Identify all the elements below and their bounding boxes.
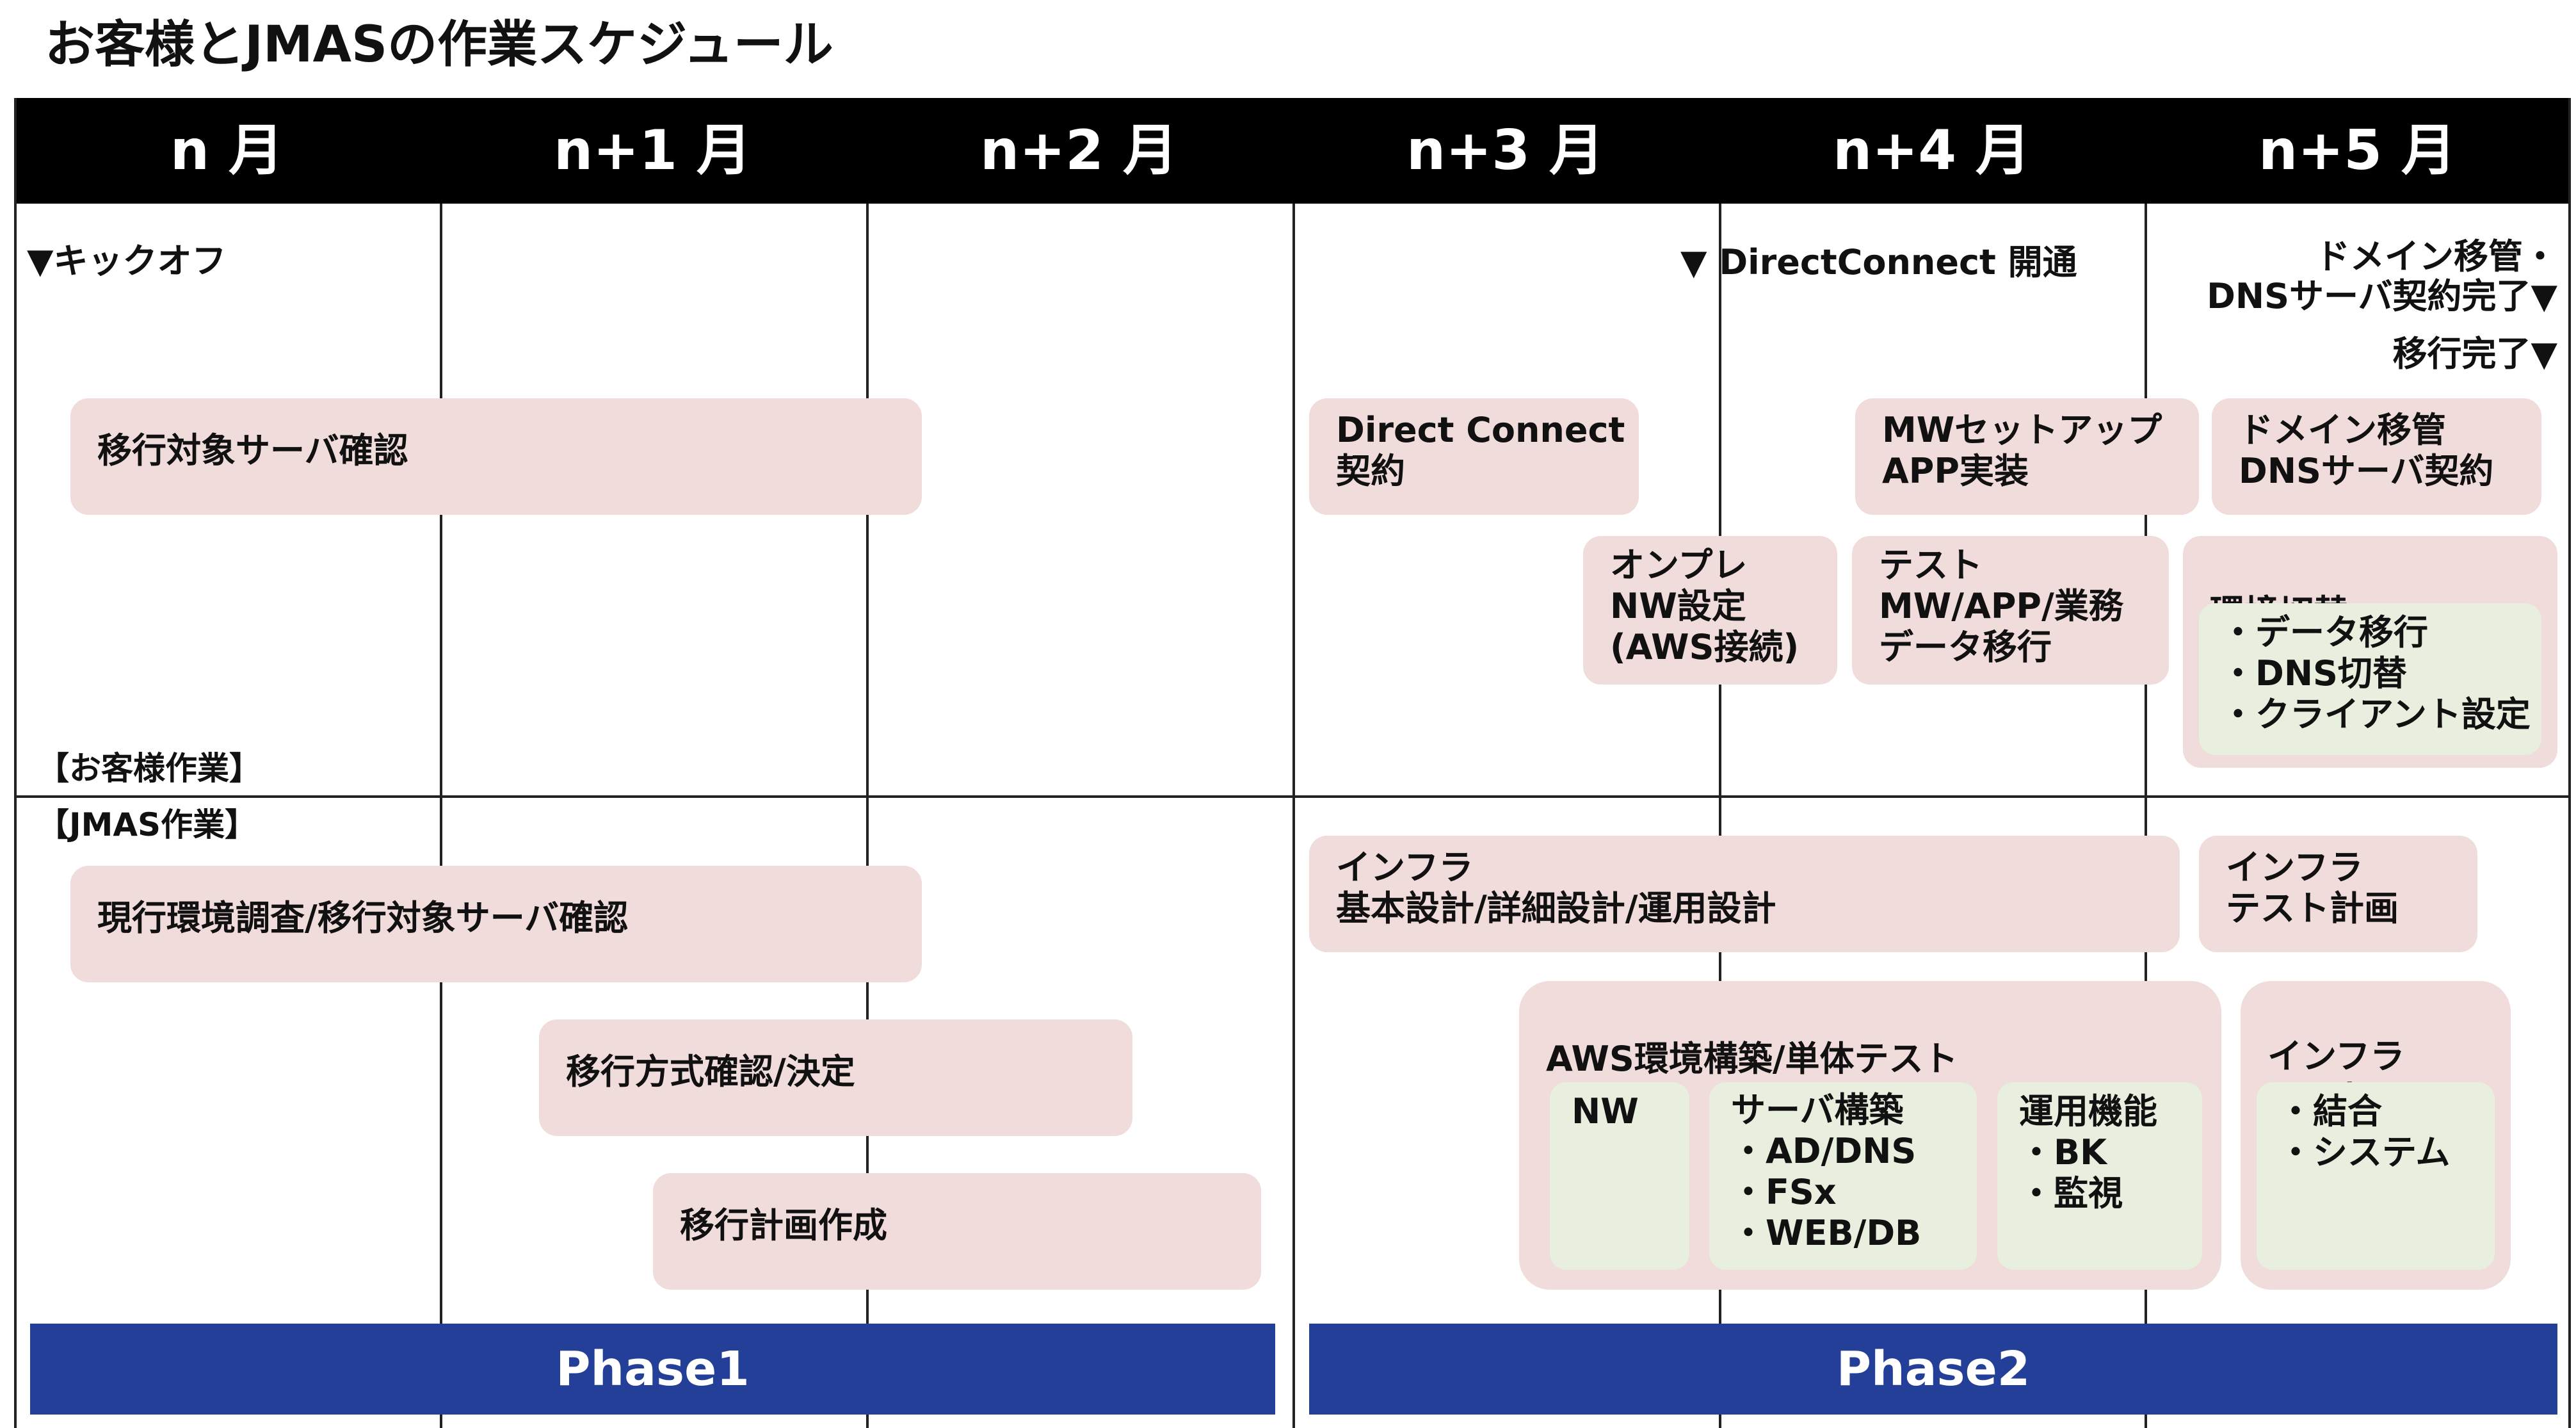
month-header-band: [14, 98, 2571, 204]
month-label-n: n 月: [170, 118, 284, 183]
aws-build-label: AWS環境構築/単体テスト: [1546, 1039, 1958, 1079]
section-label-jmas: 【JMAS作業】: [37, 806, 257, 843]
month-label-n5: n+5 月: [2258, 118, 2457, 183]
month-gridline-1: [440, 204, 442, 1428]
frame-left-border: [14, 98, 17, 1428]
month-label-n1: n+1 月: [553, 118, 752, 183]
task-infra-test-plan: インフラ テスト計画: [2199, 836, 2477, 952]
month-gridline-5: [2145, 204, 2147, 1428]
task-migration-method: 移行方式確認/決定: [539, 1019, 1132, 1136]
milestone-kickoff: ▼キックオフ: [27, 241, 227, 281]
phase1-bar: Phase1: [30, 1324, 1275, 1415]
month-label-n2: n+2 月: [979, 118, 1179, 183]
task-domain-dns-contract: ドメイン移管 DNSサーバ契約: [2212, 398, 2541, 515]
task-test-migration: テスト MW/APP/業務 データ移行: [1852, 536, 2169, 685]
task-current-env-survey: 現行環境調査/移行対象サーバ確認: [70, 866, 922, 982]
aws-build-nw: NW: [1550, 1082, 1689, 1270]
task-direct-connect-contract: Direct Connect 契約: [1309, 398, 1639, 515]
month-label-n3: n+3 月: [1406, 118, 1605, 183]
task-migration-plan: 移行計画作成: [653, 1173, 1261, 1290]
month-gridline-4: [1719, 204, 1721, 1428]
frame-right-border: [2568, 98, 2571, 1428]
task-infra-design: インフラ 基本設計/詳細設計/運用設計: [1309, 836, 2180, 952]
milestone-direct-connect: ▼ DirectConnect 開通: [1680, 242, 2077, 282]
task-onprem-nw-setup: オンプレ NW設定 (AWS接続): [1583, 536, 1837, 685]
task-mw-setup-app: MWセットアップ APP実装: [1855, 398, 2199, 515]
infra-test-items: ・結合 ・システム: [2257, 1082, 2495, 1270]
milestone-migration-complete: 移行完了▼: [2392, 334, 2557, 374]
month-gridline-3: [1292, 204, 1295, 1428]
milestone-domain-dns-complete: ドメイン移管・ DNSサーバ契約完了▼: [2207, 236, 2557, 316]
task-confirm-target-servers: 移行対象サーバ確認: [70, 398, 922, 515]
phase2-bar: Phase2: [1309, 1324, 2557, 1415]
environment-switch-items: ・データ移行 ・DNS切替 ・クライアント設定: [2199, 603, 2541, 755]
page-title: お客様とJMASの作業スケジュール: [45, 16, 833, 74]
aws-build-ops: 運用機能 ・BK ・監視: [1997, 1082, 2202, 1270]
aws-build-server: サーバ構築 ・AD/DNS ・FSx ・WEB/DB: [1709, 1082, 1977, 1270]
month-gridline-2: [866, 204, 869, 1428]
section-label-customer: 【お客様作業】: [37, 750, 261, 787]
month-label-n4: n+4 月: [1832, 118, 2031, 183]
